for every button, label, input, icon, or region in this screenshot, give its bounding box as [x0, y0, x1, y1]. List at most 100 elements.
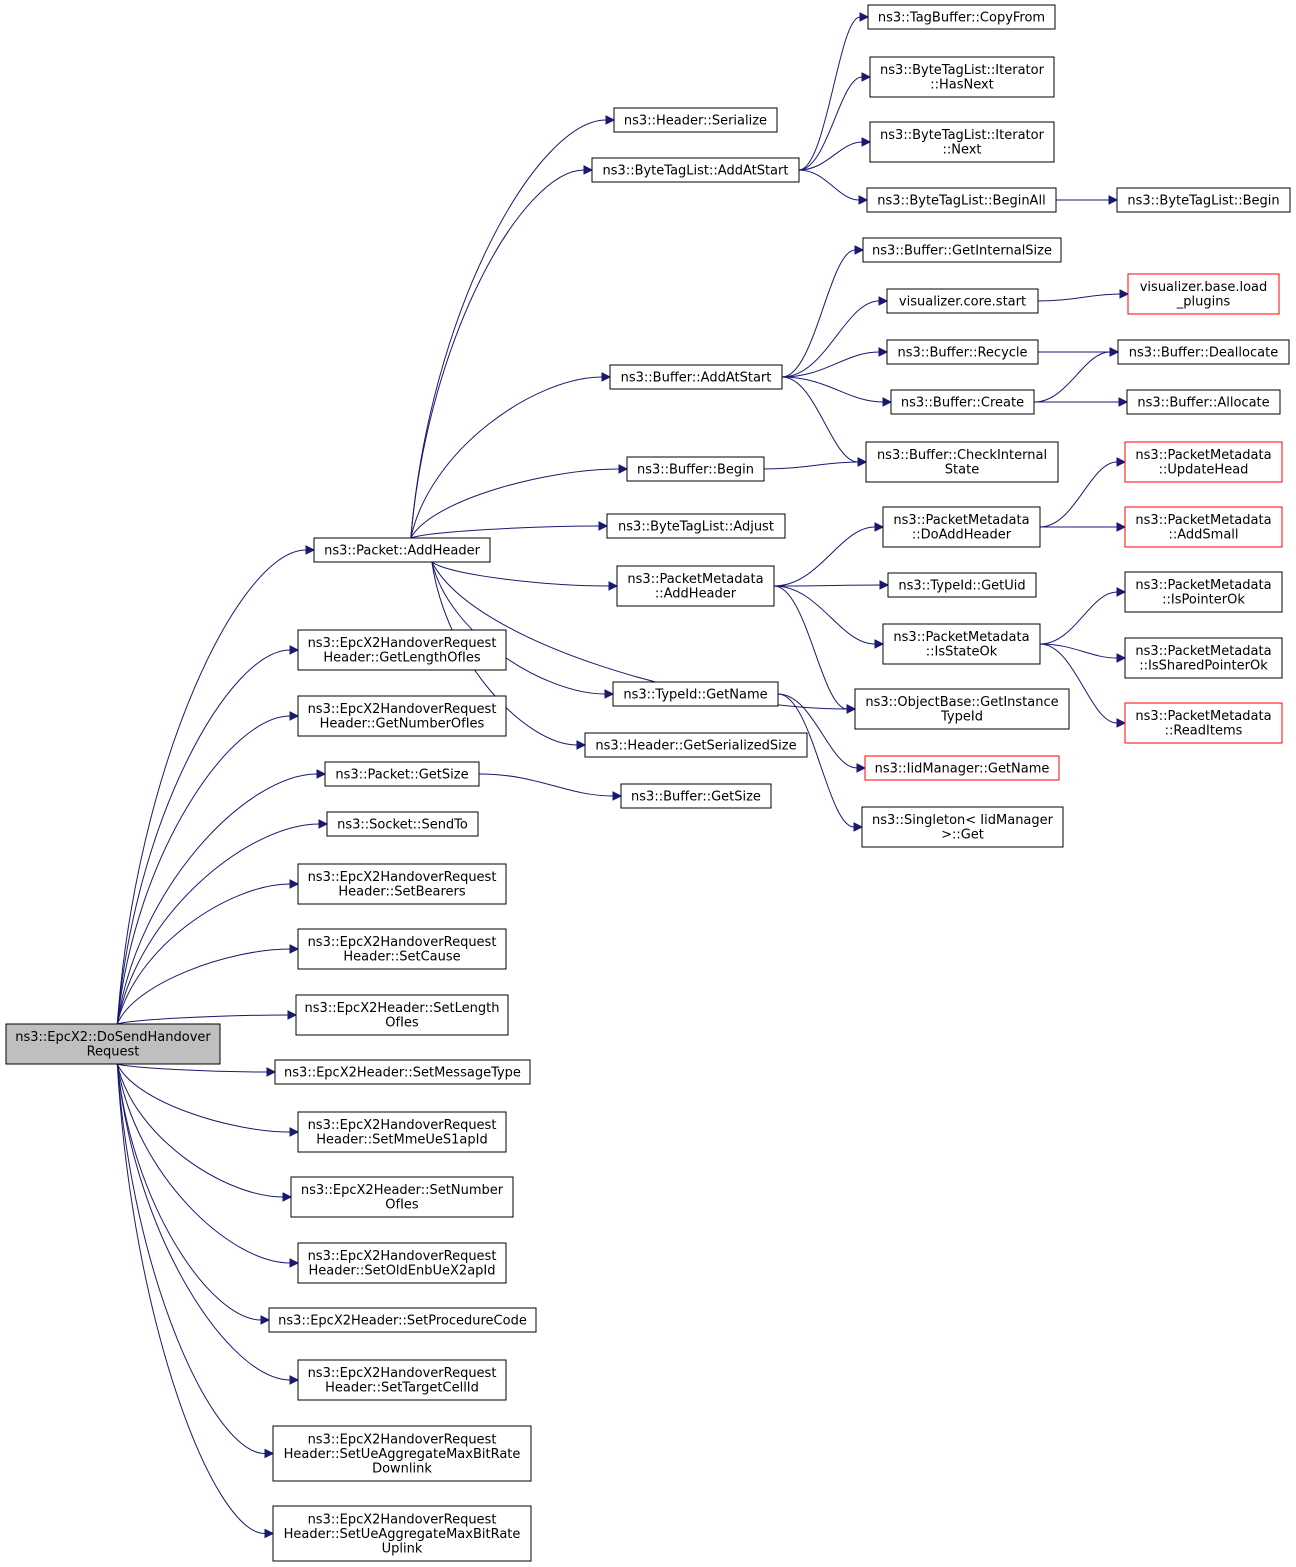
node-set-mme-ue-s1ap-id[interactable]: ns3::EpcX2HandoverRequestHeader::SetMmeU…: [297, 1111, 507, 1153]
node-btl-add-at-start[interactable]: ns3::ByteTagList::AddAtStart: [591, 157, 800, 183]
node-box: [864, 755, 1060, 781]
node-box: [867, 4, 1056, 30]
node-label-line: ns3::EpcX2Header::SetLength: [305, 1001, 500, 1016]
edge-root-to-set-procedure-code: [116, 1063, 271, 1325]
node-set-ue-agg-down[interactable]: ns3::EpcX2HandoverRequestHeader::SetUeAg…: [272, 1425, 532, 1482]
node-box: [613, 107, 778, 133]
node-send-to[interactable]: ns3::Socket::SendTo: [326, 811, 479, 837]
node-pm-do-add-header[interactable]: ns3::PacketMetadata::DoAddHeader: [882, 506, 1041, 548]
node-box: [620, 783, 772, 809]
node-buf-get-size[interactable]: ns3::Buffer::GetSize: [620, 783, 772, 809]
node-btl-begin[interactable]: ns3::ByteTagList::Begin: [1116, 187, 1291, 213]
node-label-line: Header::SetBearers: [338, 885, 465, 900]
node-box: [1124, 637, 1283, 679]
node-label-line: ns3::PacketMetadata: [893, 513, 1029, 528]
node-get-length-of-ies[interactable]: ns3::EpcX2HandoverRequestHeader::GetLeng…: [297, 629, 507, 671]
node-box: [297, 863, 507, 905]
edge-pm-is-state-ok-to-pm-is-pointer-ok: [1039, 587, 1127, 645]
node-buf-begin[interactable]: ns3::Buffer::Begin: [626, 456, 765, 482]
node-label-line: ns3::EpcX2HandoverRequest: [308, 636, 497, 651]
node-add-header[interactable]: ns3::Packet::AddHeader: [313, 537, 491, 563]
edge-viz-core-start-to-viz-load-plugins: [1037, 289, 1130, 302]
node-box: [854, 688, 1070, 730]
edge-root-to-add-header: [116, 545, 316, 1025]
node-box: [882, 506, 1041, 548]
node-set-message-type[interactable]: ns3::EpcX2Header::SetMessageType: [274, 1059, 531, 1085]
node-label-line: Header::SetMmeUeS1apId: [316, 1133, 487, 1148]
node-set-cause[interactable]: ns3::EpcX2HandoverRequestHeader::SetCaus…: [297, 928, 507, 970]
node-box: [297, 695, 507, 737]
node-label-line: ns3::EpcX2HandoverRequest: [308, 1366, 497, 1381]
node-pm-is-shared-pointer-ok[interactable]: ns3::PacketMetadata::IsSharedPointerOk: [1124, 637, 1283, 679]
node-label-line: ns3::ByteTagList::AddAtStart: [603, 163, 789, 178]
node-packet-get-size[interactable]: ns3::Packet::GetSize: [324, 761, 480, 787]
node-box: [862, 237, 1062, 263]
node-label-line: ns3::PacketMetadata: [1135, 448, 1271, 463]
node-label-line: ns3::Buffer::Allocate: [1137, 395, 1269, 410]
node-buf-recycle[interactable]: ns3::Buffer::Recycle: [886, 339, 1039, 365]
node-set-old-enb-ue-x2ap-id[interactable]: ns3::EpcX2HandoverRequestHeader::SetOldE…: [297, 1242, 507, 1284]
node-box: [1117, 339, 1290, 365]
node-buf-get-internal-size[interactable]: ns3::Buffer::GetInternalSize: [862, 237, 1062, 263]
node-type-id-get-uid[interactable]: ns3::TypeId::GetUid: [887, 572, 1037, 598]
node-get-number-of-ies[interactable]: ns3::EpcX2HandoverRequestHeader::GetNumb…: [297, 695, 507, 737]
edge-pm-do-add-header-to-pm-update-head: [1039, 457, 1127, 528]
node-buf-allocate[interactable]: ns3::Buffer::Allocate: [1126, 389, 1281, 415]
node-label-line: OfIes: [385, 1016, 419, 1031]
node-btl-adjust[interactable]: ns3::ByteTagList::Adjust: [606, 513, 786, 539]
node-type-id-get-name[interactable]: ns3::TypeId::GetName: [612, 681, 779, 707]
node-pm-read-items[interactable]: ns3::PacketMetadata::ReadItems: [1124, 702, 1283, 744]
node-btl-iter-has-next[interactable]: ns3::ByteTagList::Iterator::HasNext: [869, 56, 1055, 98]
node-header-serialize[interactable]: ns3::Header::Serialize: [613, 107, 778, 133]
node-label-line: Header::SetOldEnbUeX2apId: [308, 1264, 495, 1279]
edge-pm-add-header-to-type-id-get-uid: [773, 580, 890, 590]
node-pm-is-pointer-ok[interactable]: ns3::PacketMetadata::IsPointerOk: [1124, 571, 1283, 613]
node-set-ue-agg-up[interactable]: ns3::EpcX2HandoverRequestHeader::SetUeAg…: [272, 1505, 532, 1562]
edge-btl-add-at-start-to-tag-buf-copy-from: [798, 12, 870, 171]
node-pm-is-state-ok[interactable]: ns3::PacketMetadata::IsStateOk: [882, 623, 1041, 665]
node-buf-deallocate[interactable]: ns3::Buffer::Deallocate: [1117, 339, 1290, 365]
node-btl-iter-next[interactable]: ns3::ByteTagList::Iterator::Next: [869, 121, 1055, 163]
node-label-line: ns3::PacketMetadata: [1135, 578, 1271, 593]
node-pm-add-small[interactable]: ns3::PacketMetadata::AddSmall: [1124, 506, 1283, 548]
node-box: [861, 806, 1064, 848]
node-iid-mgr-get-name[interactable]: ns3::IidManager::GetName: [864, 755, 1060, 781]
node-box: [324, 761, 480, 787]
node-buf-add-at-start[interactable]: ns3::Buffer::AddAtStart: [609, 364, 783, 390]
node-label-line: Header::SetUeAggregateMaxBitRate: [284, 1527, 521, 1542]
node-viz-core-start[interactable]: visualizer.core.start: [886, 288, 1039, 314]
node-label-line: Uplink: [382, 1541, 423, 1556]
node-label-line: ns3::ObjectBase::GetInstance: [865, 695, 1058, 710]
edge-root-to-get-number-of-ies: [116, 711, 300, 1025]
node-set-target-cell-id[interactable]: ns3::EpcX2HandoverRequestHeader::SetTarg…: [297, 1359, 507, 1401]
node-btl-begin-all[interactable]: ns3::ByteTagList::BeginAll: [866, 187, 1057, 213]
node-label-line: ::HasNext: [930, 78, 994, 93]
edge-buf-create-to-buf-deallocate: [1033, 347, 1120, 403]
node-set-bearers[interactable]: ns3::EpcX2HandoverRequestHeader::SetBear…: [297, 863, 507, 905]
node-header-get-serialized-size[interactable]: ns3::Header::GetSerializedSize: [584, 732, 808, 758]
node-label-line: ::ReadItems: [1165, 724, 1243, 739]
node-box: [887, 572, 1037, 598]
edge-type-id-get-name-to-iid-mgr-get-name: [777, 693, 867, 773]
edge-root-to-set-bearers: [116, 879, 300, 1025]
node-buf-create[interactable]: ns3::Buffer::Create: [890, 389, 1035, 415]
edge-btl-begin-all-to-btl-begin: [1056, 195, 1119, 205]
node-box: [290, 1176, 514, 1218]
node-label-line: TypeId: [940, 710, 983, 725]
node-pm-update-head[interactable]: ns3::PacketMetadata::UpdateHead: [1124, 441, 1283, 483]
node-pm-add-header[interactable]: ns3::PacketMetadata::AddHeader: [616, 565, 775, 607]
edge-root-to-set-number-of-ies: [116, 1063, 293, 1202]
node-viz-load-plugins[interactable]: visualizer.base.load_plugins: [1127, 273, 1280, 315]
node-set-procedure-code[interactable]: ns3::EpcX2Header::SetProcedureCode: [268, 1307, 537, 1333]
node-singleton-get[interactable]: ns3::Singleton< IidManager>::Get: [861, 806, 1064, 848]
node-box: [866, 187, 1057, 213]
edge-packet-get-size-to-buf-get-size: [478, 773, 623, 801]
node-box: [5, 1023, 221, 1065]
node-tag-buf-copy-from[interactable]: ns3::TagBuffer::CopyFrom: [867, 4, 1056, 30]
edge-root-to-set-length-of-ies: [117, 1010, 298, 1025]
